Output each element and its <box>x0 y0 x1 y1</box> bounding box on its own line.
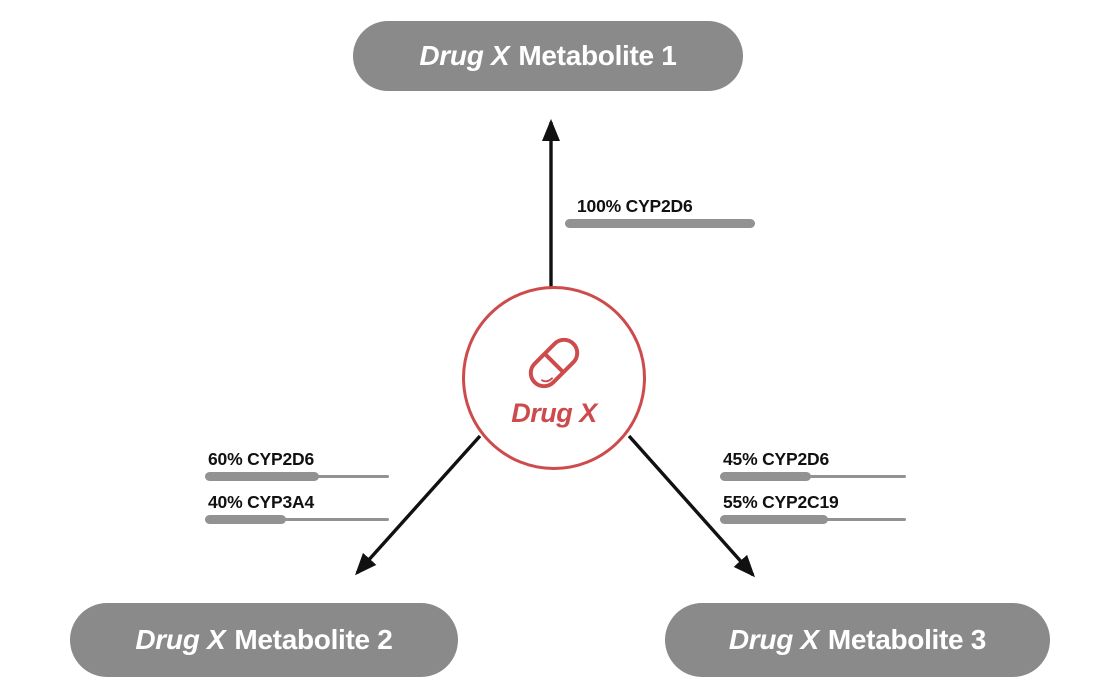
enzyme-row: 100% CYP2D6 <box>565 196 755 228</box>
enzyme-cluster-metabolite-3: 45% CYP2D6 55% CYP2C19 <box>720 449 906 524</box>
enzyme-bar <box>565 219 755 228</box>
bar-fill <box>720 515 828 524</box>
enzyme-bar <box>205 515 389 524</box>
node-metabolite-name: Metabolite 2 <box>234 624 393 655</box>
enzyme-name: CYP2D6 <box>762 449 829 469</box>
arrow-to-metabolite-3 <box>627 434 755 578</box>
enzyme-label: 40% CYP3A4 <box>205 492 389 512</box>
enzyme-row: 40% CYP3A4 <box>205 492 389 524</box>
bar-fill <box>205 515 286 524</box>
enzyme-name: CYP2C19 <box>762 492 839 512</box>
enzyme-percent: 40% <box>208 492 243 512</box>
enzyme-row: 60% CYP2D6 <box>205 449 389 481</box>
enzyme-percent: 60% <box>208 449 243 469</box>
enzyme-row: 45% CYP2D6 <box>720 449 906 481</box>
drug-x-label: Drug X <box>511 397 597 428</box>
arrow-to-metabolite-2 <box>354 434 482 576</box>
bar-track-line <box>720 475 906 478</box>
enzyme-cluster-metabolite-2: 60% CYP2D6 40% CYP3A4 <box>205 449 389 524</box>
node-drug-x: Drug X <box>462 286 646 470</box>
enzyme-bar <box>205 472 389 481</box>
bar-fill <box>205 472 320 481</box>
enzyme-label: 60% CYP2D6 <box>205 449 389 469</box>
node-drug-name: Drug X <box>135 624 226 655</box>
enzyme-label: 45% CYP2D6 <box>720 449 906 469</box>
node-drug-name: Drug X <box>728 624 819 655</box>
enzyme-cluster-metabolite-1: 100% CYP2D6 <box>565 196 755 228</box>
node-metabolite-1: Drug X Metabolite 1 <box>353 21 743 91</box>
enzyme-name: CYP2D6 <box>625 196 693 216</box>
enzyme-bar <box>720 515 906 524</box>
node-metabolite-name: Metabolite 3 <box>827 624 987 655</box>
enzyme-bar <box>720 472 906 481</box>
node-metabolite-name: Metabolite 1 <box>518 40 677 71</box>
enzyme-label: 55% CYP2C19 <box>720 492 906 512</box>
pill-icon <box>528 337 580 388</box>
node-metabolite-3: Drug X Metabolite 3 <box>665 603 1050 677</box>
enzyme-percent: 55% <box>723 492 758 512</box>
enzyme-name: CYP3A4 <box>247 492 314 512</box>
node-drug-name: Drug X <box>419 40 510 71</box>
enzyme-percent: 45% <box>723 449 758 469</box>
enzyme-row: 55% CYP2C19 <box>720 492 906 524</box>
enzyme-name: CYP2D6 <box>247 449 314 469</box>
node-metabolite-2: Drug X Metabolite 2 <box>70 603 458 677</box>
bar-fill <box>565 219 755 228</box>
bar-fill <box>720 472 812 481</box>
enzyme-percent: 100% <box>577 196 621 216</box>
enzyme-label: 100% CYP2D6 <box>565 196 755 216</box>
bar-track-line <box>205 518 389 521</box>
